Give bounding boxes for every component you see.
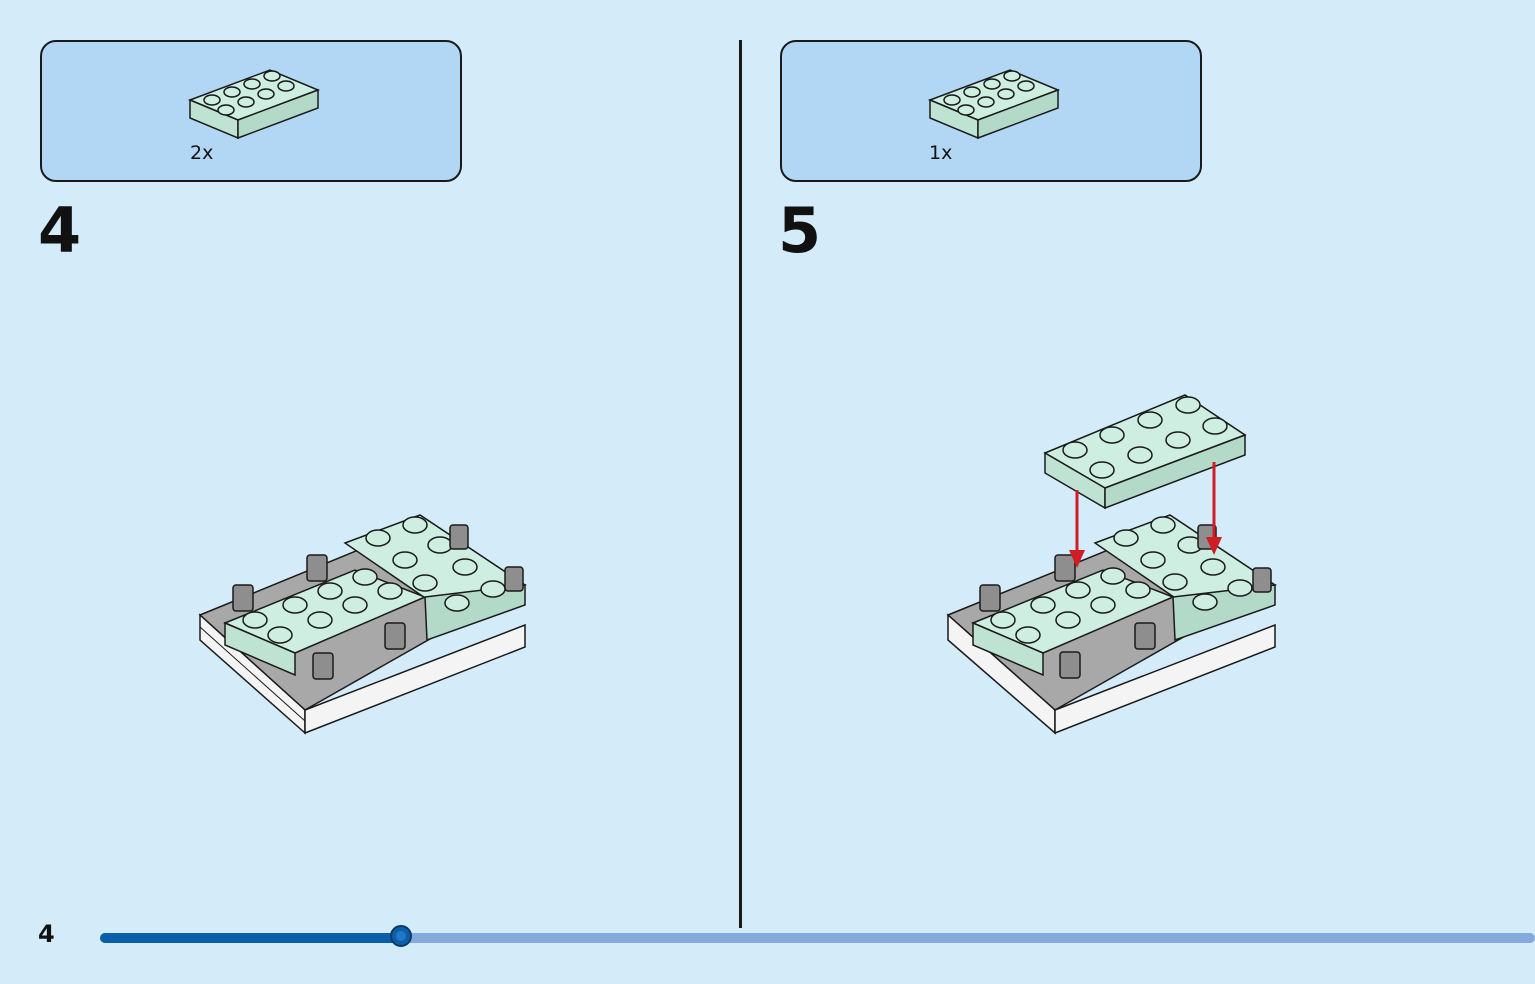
step-number-5: 5 — [778, 194, 822, 267]
progress-knob — [390, 925, 413, 947]
model-step-4-illustration — [198, 514, 527, 735]
progress-bar — [100, 925, 1535, 947]
parts-callout-step-4: 2x — [40, 40, 462, 182]
page-divider — [739, 40, 742, 928]
part-quantity: 2x — [190, 142, 214, 164]
part-quantity: 1x — [929, 142, 953, 164]
parts-callout-step-5: 1x — [780, 40, 1202, 182]
plate-2x4-icon — [187, 69, 321, 140]
plate-2x4-icon — [927, 69, 1061, 140]
progress-fill — [100, 933, 402, 943]
model-step-5-illustration — [946, 394, 1277, 735]
step-number-4: 4 — [38, 194, 82, 267]
page-number: 4 — [38, 920, 55, 948]
